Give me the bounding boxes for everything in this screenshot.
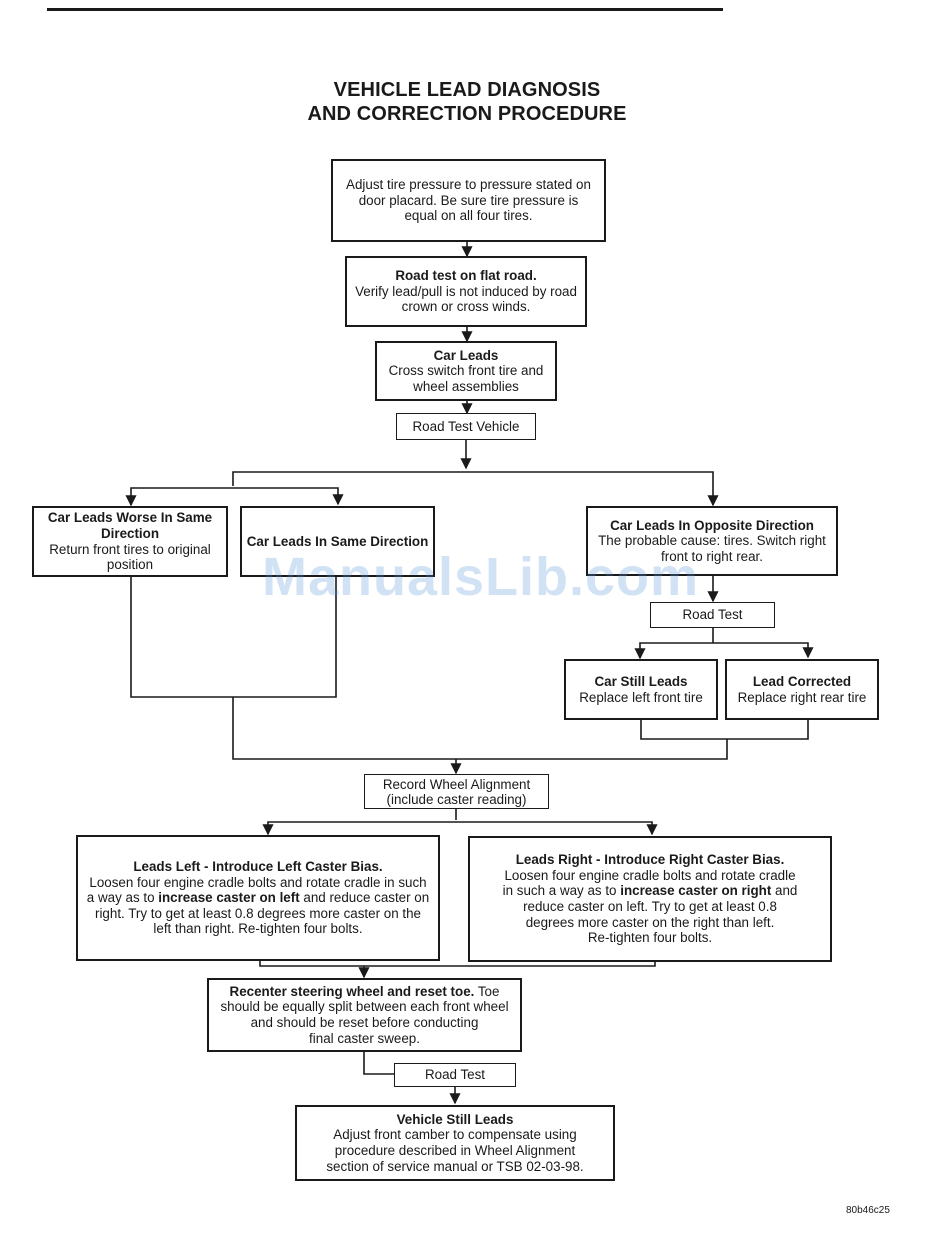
watermark: ManualsLib.com <box>262 547 700 607</box>
worse-same-line-1: Return front tires to original <box>49 541 211 557</box>
recenter-line-4: final caster sweep. <box>309 1030 420 1046</box>
leads-right-line-2: in such a way as to increase caster on r… <box>503 883 798 899</box>
branch-caster <box>267 821 658 836</box>
leads-left-line-2-bold: increase caster on left <box>158 890 300 906</box>
opposite-direction-heading: Car Leads In Opposite Direction <box>610 517 814 533</box>
recenter-heading-tail: Toe <box>474 983 500 999</box>
adjust-pressure-line-1: Adjust tire pressure to pressure stated … <box>346 177 591 193</box>
adjust-pressure-line-2: door placard. Be sure tire pressure is <box>358 192 579 208</box>
leads-left-line-1: Loosen four engine cradle bolts and rota… <box>89 874 427 890</box>
branch-left <box>130 487 344 506</box>
branch-main <box>232 471 719 507</box>
title-line-2: AND CORRECTION PROCEDURE <box>307 103 627 125</box>
leads-left-box: Leads Left - Introduce Left Caster Bias.… <box>76 835 440 961</box>
record-alignment-line-1: Record Wheel Alignment <box>382 776 531 792</box>
lead-corrected-line-1: Replace right rear tire <box>737 689 867 705</box>
leads-left-line-3: right. Try to get at least 0.8 degrees m… <box>94 905 421 921</box>
opposite-direction-line-1: The probable cause: tires. Switch right <box>598 533 826 549</box>
opposite-direction-box: Car Leads In Opposite Direction The prob… <box>586 506 838 576</box>
branch-roadtest2 <box>639 642 814 659</box>
opposite-direction-line-2: front to right rear. <box>661 548 763 564</box>
leads-right-heading: Leads Right - Introduce Right Caster Bia… <box>515 852 785 868</box>
still-leads-line-1: Replace left front tire <box>579 689 703 705</box>
leads-right-line-2-bold: increase caster on right <box>620 883 772 899</box>
vehicle-still-leads-line-1: Adjust front camber to compensate using <box>333 1127 577 1143</box>
vehicle-still-leads-line-3: section of service manual or TSB 02-03-9… <box>326 1158 584 1174</box>
leads-right-line-2-pre: in such a way as to <box>502 883 621 899</box>
leads-right-line-5: Re-tighten four bolts. <box>587 930 713 946</box>
worse-same-heading-1: Car Leads Worse In Same <box>47 510 213 526</box>
road-test-2-box: Road Test <box>650 602 775 628</box>
merge-right-boxes <box>640 719 809 740</box>
leads-left-heading: Leads Left - Introduce Left Caster Bias. <box>133 859 383 875</box>
recenter-box: Recenter steering wheel and reset toe. T… <box>207 978 522 1052</box>
same-direction-heading: Car Leads In Same Direction <box>246 533 429 549</box>
leads-right-line-1: Loosen four engine cradle bolts and rota… <box>504 867 796 883</box>
page-title: VEHICLE LEAD DIAGNOSIS AND CORRECTION PR… <box>0 78 934 126</box>
worse-same-line-2: position <box>106 557 154 573</box>
still-leads-heading: Car Still Leads <box>594 673 688 689</box>
recenter-line-3: and should be reset before conducting <box>250 1015 479 1030</box>
vehicle-still-leads-heading: Vehicle Still Leads <box>396 1111 514 1127</box>
leads-right-box: Leads Right - Introduce Right Caster Bia… <box>468 836 832 962</box>
car-leads-line-2: wheel assemblies <box>413 378 519 394</box>
leads-right-line-3: reduce caster on left. Try to get at lea… <box>523 899 777 914</box>
leads-left-line-4: left than right. Re-tighten four bolts. <box>153 921 363 937</box>
record-alignment-box: Record Wheel Alignment (include caster r… <box>364 774 549 809</box>
line-recenter-to-roadtest <box>363 1051 394 1075</box>
merge-caster <box>259 960 656 967</box>
road-test-vehicle-box: Road Test Vehicle <box>396 413 536 440</box>
lead-corrected-heading: Lead Corrected <box>752 673 852 689</box>
recenter-line-2: should be equally split between each fro… <box>220 999 509 1015</box>
leads-left-line-2-post: and reduce caster on <box>299 890 430 906</box>
car-leads-box: Car Leads Cross switch front tire and wh… <box>375 341 557 401</box>
recenter-line-1: Recenter steering wheel and reset toe. T… <box>230 984 500 1000</box>
title-line-1: VEHICLE LEAD DIAGNOSIS <box>333 79 601 101</box>
record-alignment-line-2: (include caster reading) <box>386 791 527 807</box>
top-rule <box>47 8 723 11</box>
car-leads-line-1: Cross switch front tire and <box>388 363 544 379</box>
road-test-3-label: Road Test <box>424 1067 486 1083</box>
figure-code: 80b46c25 <box>846 1205 890 1216</box>
road-test-3-box: Road Test <box>394 1063 516 1087</box>
road-test-flat-heading: Road test on flat road. <box>395 268 537 284</box>
road-test-flat-line-2: crown or cross winds. <box>401 299 531 315</box>
worse-same-heading-2: Direction <box>100 525 160 541</box>
road-test-vehicle-label: Road Test Vehicle <box>412 418 520 434</box>
vehicle-still-leads-line-2: procedure described in Wheel Alignment <box>334 1143 576 1158</box>
vehicle-still-leads-box: Vehicle Still Leads Adjust front camber … <box>295 1105 615 1181</box>
leads-right-line-2-post: and <box>771 883 798 899</box>
merge-all <box>232 697 728 760</box>
road-test-flat-box: Road test on flat road. Verify lead/pull… <box>345 256 587 327</box>
lead-corrected-box: Lead Corrected Replace right rear tire <box>725 659 879 720</box>
leads-left-line-2: a way as to increase caster on left and … <box>87 890 429 906</box>
car-leads-heading: Car Leads <box>433 347 499 363</box>
worse-same-direction-box: Car Leads Worse In Same Direction Return… <box>32 506 228 577</box>
leads-right-line-4: degrees more caster on the right than le… <box>525 914 775 930</box>
adjust-pressure-line-3: equal on all four tires. <box>404 208 533 224</box>
still-leads-box: Car Still Leads Replace left front tire <box>564 659 718 720</box>
road-test-flat-line-1: Verify lead/pull is not induced by road <box>355 283 577 299</box>
road-test-2-label: Road Test <box>682 607 743 623</box>
leads-left-line-2-pre: a way as to <box>86 890 159 906</box>
adjust-pressure-box: Adjust tire pressure to pressure stated … <box>331 159 606 242</box>
recenter-heading: Recenter steering wheel and reset toe. <box>229 983 475 999</box>
same-direction-box: Car Leads In Same Direction <box>240 506 435 577</box>
